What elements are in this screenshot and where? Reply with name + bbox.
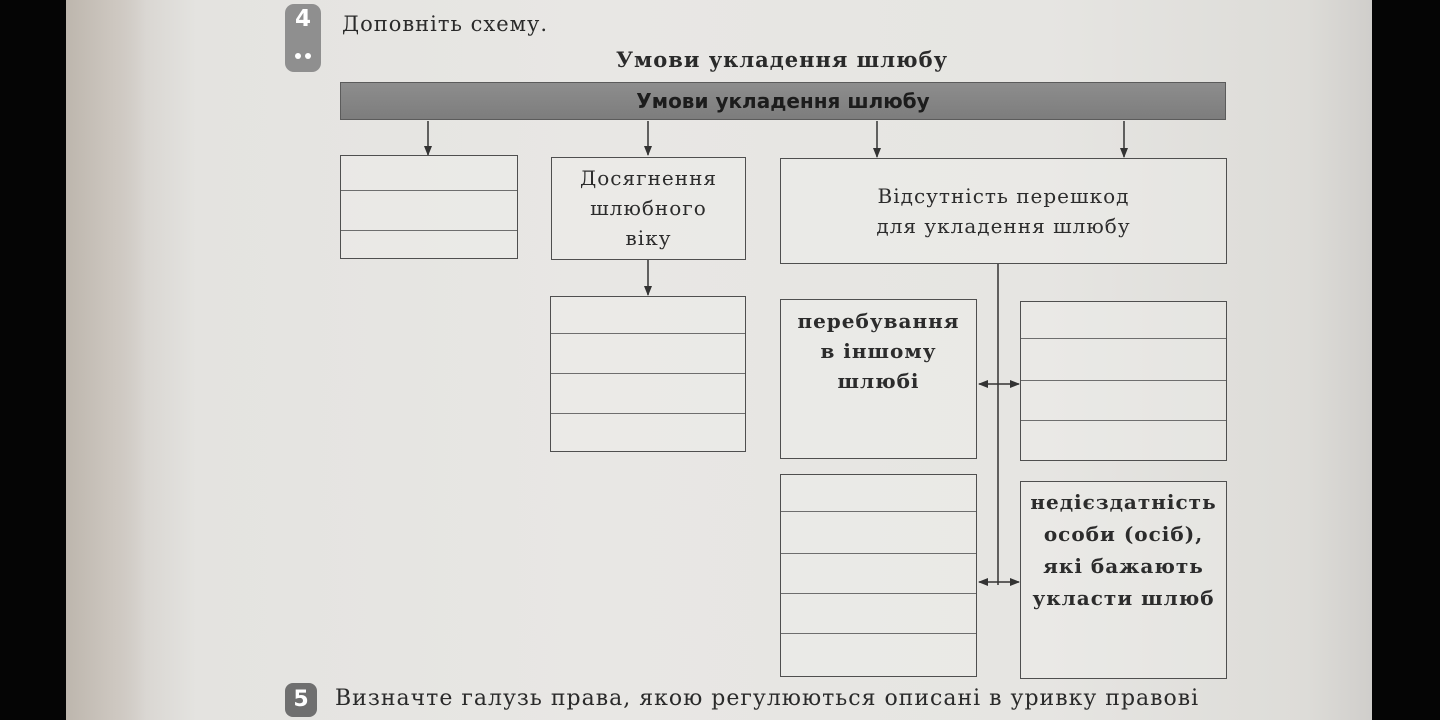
diagram-title: Умови укладення шлюбу [615,47,949,72]
difficulty-dots-icon [285,44,321,63]
answer-line[interactable] [1021,380,1226,381]
blank-answer-box-1[interactable] [340,155,518,259]
task-number-badge: 4 [285,4,321,72]
answer-line[interactable] [781,511,976,512]
answer-line[interactable] [781,633,976,634]
task-5-instruction: Визначте галузь права, якою регулюються … [335,686,1200,711]
other-marriage-box: перебування в іншому шлюбі [780,299,977,459]
answer-line[interactable] [341,230,517,231]
answer-line[interactable] [551,333,745,334]
no-obstacles-label: Відсутність перешкод для укладення шлюбу [876,184,1131,238]
task-number-badge-5: 5 [285,683,317,717]
task-number: 4 [294,6,311,32]
answer-line[interactable] [1021,420,1226,421]
blank-answer-box-age[interactable] [550,296,746,452]
age-condition-label: Досягнення шлюбного віку [579,166,718,250]
incapacity-label: недієздатність особи (осіб), які бажають… [1030,490,1217,610]
blank-answer-box-right-1[interactable] [1020,301,1227,461]
task-instruction: Доповніть схему. [342,12,549,36]
answer-line[interactable] [781,593,976,594]
page-fold-shadow [66,0,146,720]
incapacity-box: недієздатність особи (осіб), які бажають… [1020,481,1227,679]
other-marriage-label: перебування в іншому шлюбі [797,309,960,393]
answer-line[interactable] [1021,338,1226,339]
diagram-banner: Умови укладення шлюбу [340,82,1226,120]
answer-line[interactable] [551,373,745,374]
blank-answer-box-left-2[interactable] [780,474,977,677]
answer-line[interactable] [551,413,745,414]
age-condition-box: Досягнення шлюбного віку [551,157,746,260]
workbook-page [66,0,1372,720]
answer-line[interactable] [781,553,976,554]
no-obstacles-box: Відсутність перешкод для укладення шлюбу [780,158,1227,264]
answer-line[interactable] [341,190,517,191]
